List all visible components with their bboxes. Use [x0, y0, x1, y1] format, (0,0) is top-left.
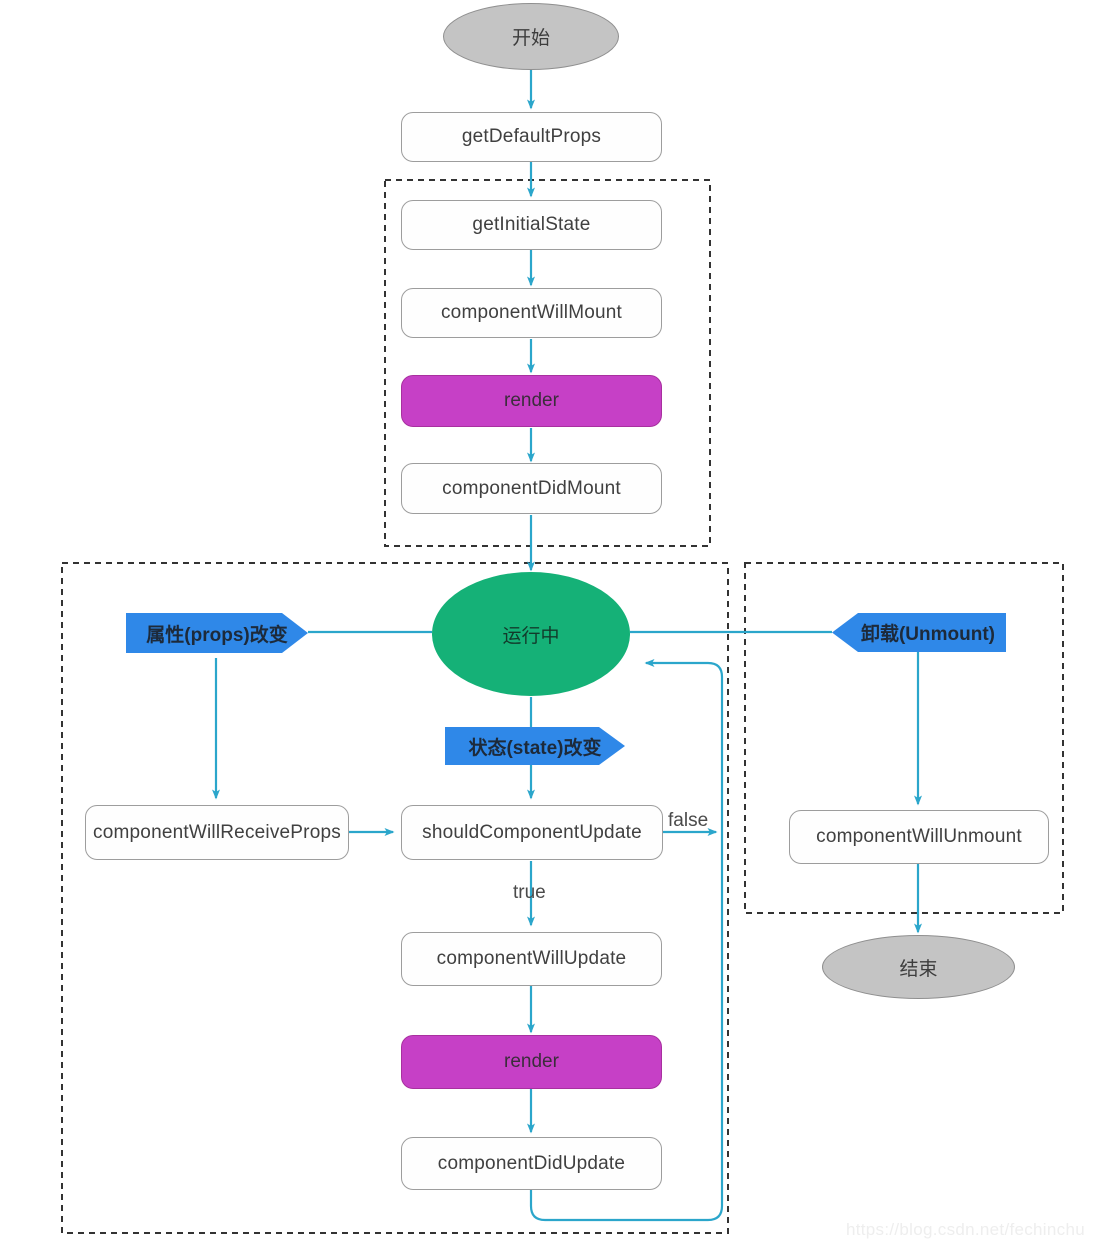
- node-props-change-label: 属性(props)改变: [146, 624, 288, 646]
- node-component-will-update-label: componentWillUpdate: [436, 948, 627, 969]
- node-render-mount-label: render: [504, 390, 559, 411]
- node-component-did-update-label: componentDidUpdate: [437, 1152, 626, 1174]
- node-component-did-mount-label: componentDidMount: [442, 477, 621, 499]
- node-running-state-label: 运行中: [502, 625, 560, 647]
- node-get-initial-state-label: getInitialState: [472, 214, 591, 235]
- node-end-label: 结束: [899, 958, 938, 980]
- node-unmount-trigger-label: 卸载(Unmount): [860, 624, 996, 645]
- node-running-state[interactable]: 运行中: [432, 572, 630, 696]
- node-should-component-update[interactable]: shouldComponentUpdate: [401, 805, 663, 860]
- node-component-will-unmount[interactable]: componentWillUnmount: [789, 810, 1049, 864]
- group-update-phase: [61, 562, 729, 1234]
- node-component-will-mount[interactable]: componentWillMount: [401, 288, 662, 338]
- node-props-change-trigger[interactable]: 属性(props)改变: [126, 613, 308, 653]
- node-end[interactable]: 结束: [822, 935, 1015, 999]
- node-start[interactable]: 开始: [443, 3, 619, 70]
- watermark: https://blog.csdn.net/fechinchu: [846, 1220, 1085, 1239]
- edge-componentdidupdate-loopback-to-running: [529, 659, 724, 1222]
- node-component-will-receive-props-label: componentWillReceiveProps: [93, 821, 341, 843]
- node-get-default-props-label: getDefaultProps: [461, 126, 602, 147]
- node-get-initial-state[interactable]: getInitialState: [401, 200, 662, 250]
- node-render-update[interactable]: render: [401, 1035, 662, 1089]
- node-state-change-trigger[interactable]: 状态(state)改变: [445, 727, 625, 765]
- node-component-did-mount[interactable]: componentDidMount: [401, 463, 662, 514]
- group-mount-phase: [384, 179, 711, 547]
- node-render-update-label: render: [504, 1051, 559, 1072]
- edge-label-true: true: [513, 882, 546, 903]
- node-should-component-update-label: shouldComponentUpdate: [422, 821, 642, 843]
- node-unmount-trigger[interactable]: 卸载(Unmount): [832, 613, 1006, 652]
- node-component-will-mount-label: componentWillMount: [440, 302, 622, 323]
- node-state-change-label: 状态(state)改变: [468, 737, 602, 759]
- node-component-will-unmount-label: componentWillUnmount: [816, 826, 1022, 847]
- node-component-will-update[interactable]: componentWillUpdate: [401, 932, 662, 986]
- node-component-did-update[interactable]: componentDidUpdate: [401, 1137, 662, 1190]
- node-component-will-receive-props[interactable]: componentWillReceiveProps: [85, 805, 349, 860]
- edge-label-false: false: [668, 810, 709, 831]
- node-start-label: 开始: [511, 28, 550, 49]
- node-render-mount[interactable]: render: [401, 375, 662, 427]
- group-unmount-phase: [744, 562, 1064, 914]
- node-get-default-props[interactable]: getDefaultProps: [401, 112, 662, 162]
